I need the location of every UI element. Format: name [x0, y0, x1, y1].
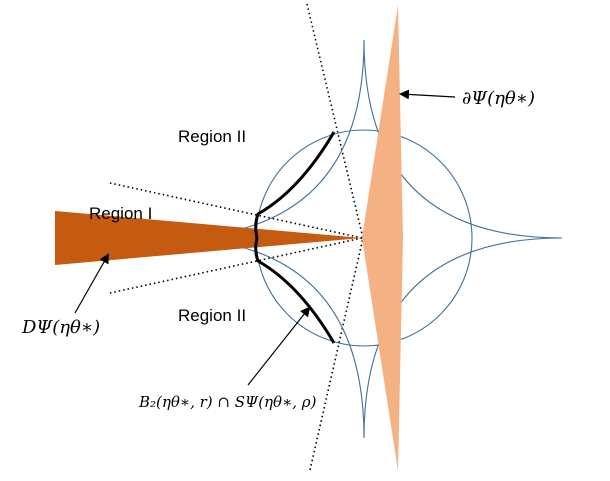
cone-d-psi	[55, 211, 362, 265]
label-region-ii-lower: Region II	[178, 306, 246, 325]
label-d-psi: DΨ(ηθ∗)	[21, 317, 100, 338]
intersection-arc-lower	[254, 237, 336, 344]
arrow-to-intersection	[247, 306, 311, 386]
astroid-curve	[165, 39, 563, 439]
arrow-to-boundary	[399, 89, 456, 100]
label-intersection: B₂(ηθ∗, r) ∩ SΨ(ηθ∗, ρ)	[138, 393, 317, 411]
arrow-to-cone	[74, 253, 109, 314]
label-boundary: ∂Ψ(ηθ∗)	[462, 88, 535, 109]
label-region-i: Region I	[89, 204, 152, 223]
label-region-ii-upper: Region II	[178, 127, 246, 146]
boundary-partial-psi	[362, 5, 403, 471]
intersection-arc-upper	[254, 131, 336, 239]
